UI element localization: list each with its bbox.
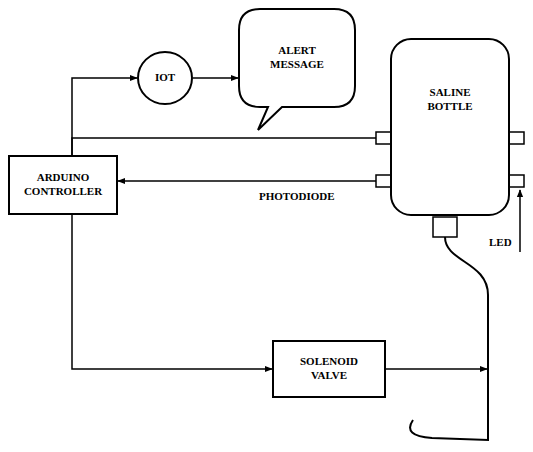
node-label: IOT [155,71,175,85]
connectors [72,78,376,369]
signal-arrow [72,215,272,369]
sensor-name: PHOTODIODE [258,190,336,202]
saline-bottle-outline [390,38,510,216]
controller-box: ARDUINO CONTROLLER [8,155,118,215]
saline-bottle: SALINE BOTTLE [390,38,510,216]
sensor-pad [376,132,392,144]
sensor-pad [508,175,524,187]
drip-tube [410,237,488,440]
node-label: SOLENOID VALVE [289,355,369,383]
alert-bubble: ALERT MESSAGE [238,8,356,108]
sensor-pad [376,175,392,187]
signal-arrow [72,78,137,155]
sensor-name: LED [488,236,513,248]
signal-arrow [193,77,238,79]
node-label: ALERT MESSAGE [261,44,333,72]
flow-arrow [386,368,487,370]
bottle-neck [433,217,457,237]
sensor-pad [508,132,524,144]
signal-arrow [72,138,376,155]
valve-box: SOLENOID VALVE [272,340,386,398]
leader-arrow [519,190,521,252]
node-label: ARDUINO CONTROLLER [15,171,111,199]
signal-arrow [118,180,376,182]
iot-circle: IOT [137,51,193,105]
node-label: SALINE BOTTLE [415,86,485,114]
